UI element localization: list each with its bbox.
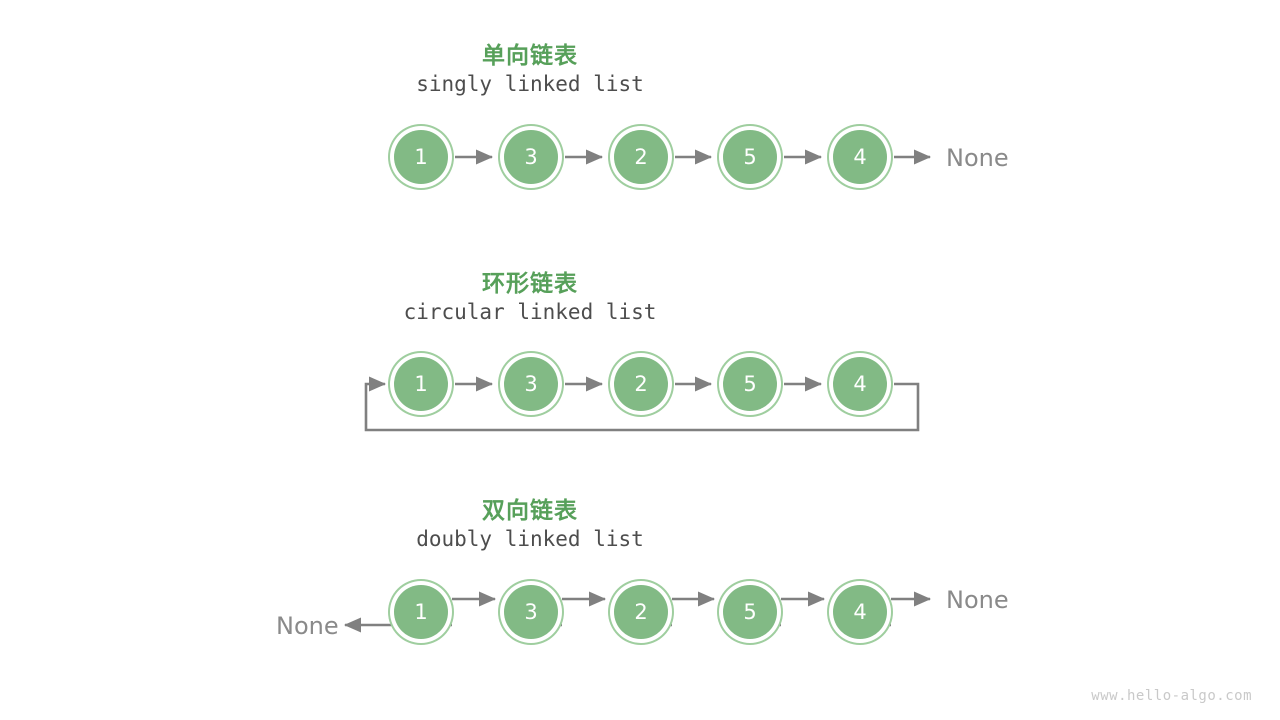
node-value: 4 <box>853 599 867 624</box>
list-node: 4 <box>833 130 887 184</box>
node-value: 5 <box>743 371 757 396</box>
node-value: 3 <box>524 599 538 624</box>
node-value: 1 <box>414 371 428 396</box>
node-value: 5 <box>743 144 757 169</box>
section-title-cn-circular: 环形链表 <box>482 271 578 297</box>
node-value: 4 <box>853 144 867 169</box>
section-title-cn-singly: 单向链表 <box>482 43 578 69</box>
list-node: 2 <box>614 585 668 639</box>
watermark: www.hello-algo.com <box>1091 688 1252 704</box>
head-none-label: None <box>276 612 339 640</box>
section-title-en-singly: singly linked list <box>416 72 644 96</box>
list-node: 3 <box>504 130 558 184</box>
node-value: 5 <box>743 599 757 624</box>
list-node: 2 <box>614 357 668 411</box>
list-node: 4 <box>833 357 887 411</box>
section-title-en-doubly: doubly linked list <box>416 527 644 551</box>
node-value: 2 <box>634 144 648 169</box>
list-node: 5 <box>723 130 777 184</box>
node-value: 2 <box>634 599 648 624</box>
list-node: 5 <box>723 357 777 411</box>
list-node: 1 <box>394 130 448 184</box>
tail-none-label: None <box>946 586 1009 614</box>
circular-loopback-path <box>364 376 920 432</box>
list-node: 2 <box>614 130 668 184</box>
node-value: 4 <box>853 371 867 396</box>
section-title-en-circular: circular linked list <box>403 300 657 324</box>
list-node: 3 <box>504 585 558 639</box>
node-value: 1 <box>414 144 428 169</box>
section-title-cn-doubly: 双向链表 <box>482 498 578 524</box>
list-node: 3 <box>504 357 558 411</box>
list-node: 1 <box>394 357 448 411</box>
list-node: 1 <box>394 585 448 639</box>
node-value: 3 <box>524 371 538 396</box>
node-value: 2 <box>634 371 648 396</box>
list-node: 4 <box>833 585 887 639</box>
tail-none-label: None <box>946 144 1009 172</box>
list-node: 5 <box>723 585 777 639</box>
node-value: 3 <box>524 144 538 169</box>
node-value: 1 <box>414 599 428 624</box>
